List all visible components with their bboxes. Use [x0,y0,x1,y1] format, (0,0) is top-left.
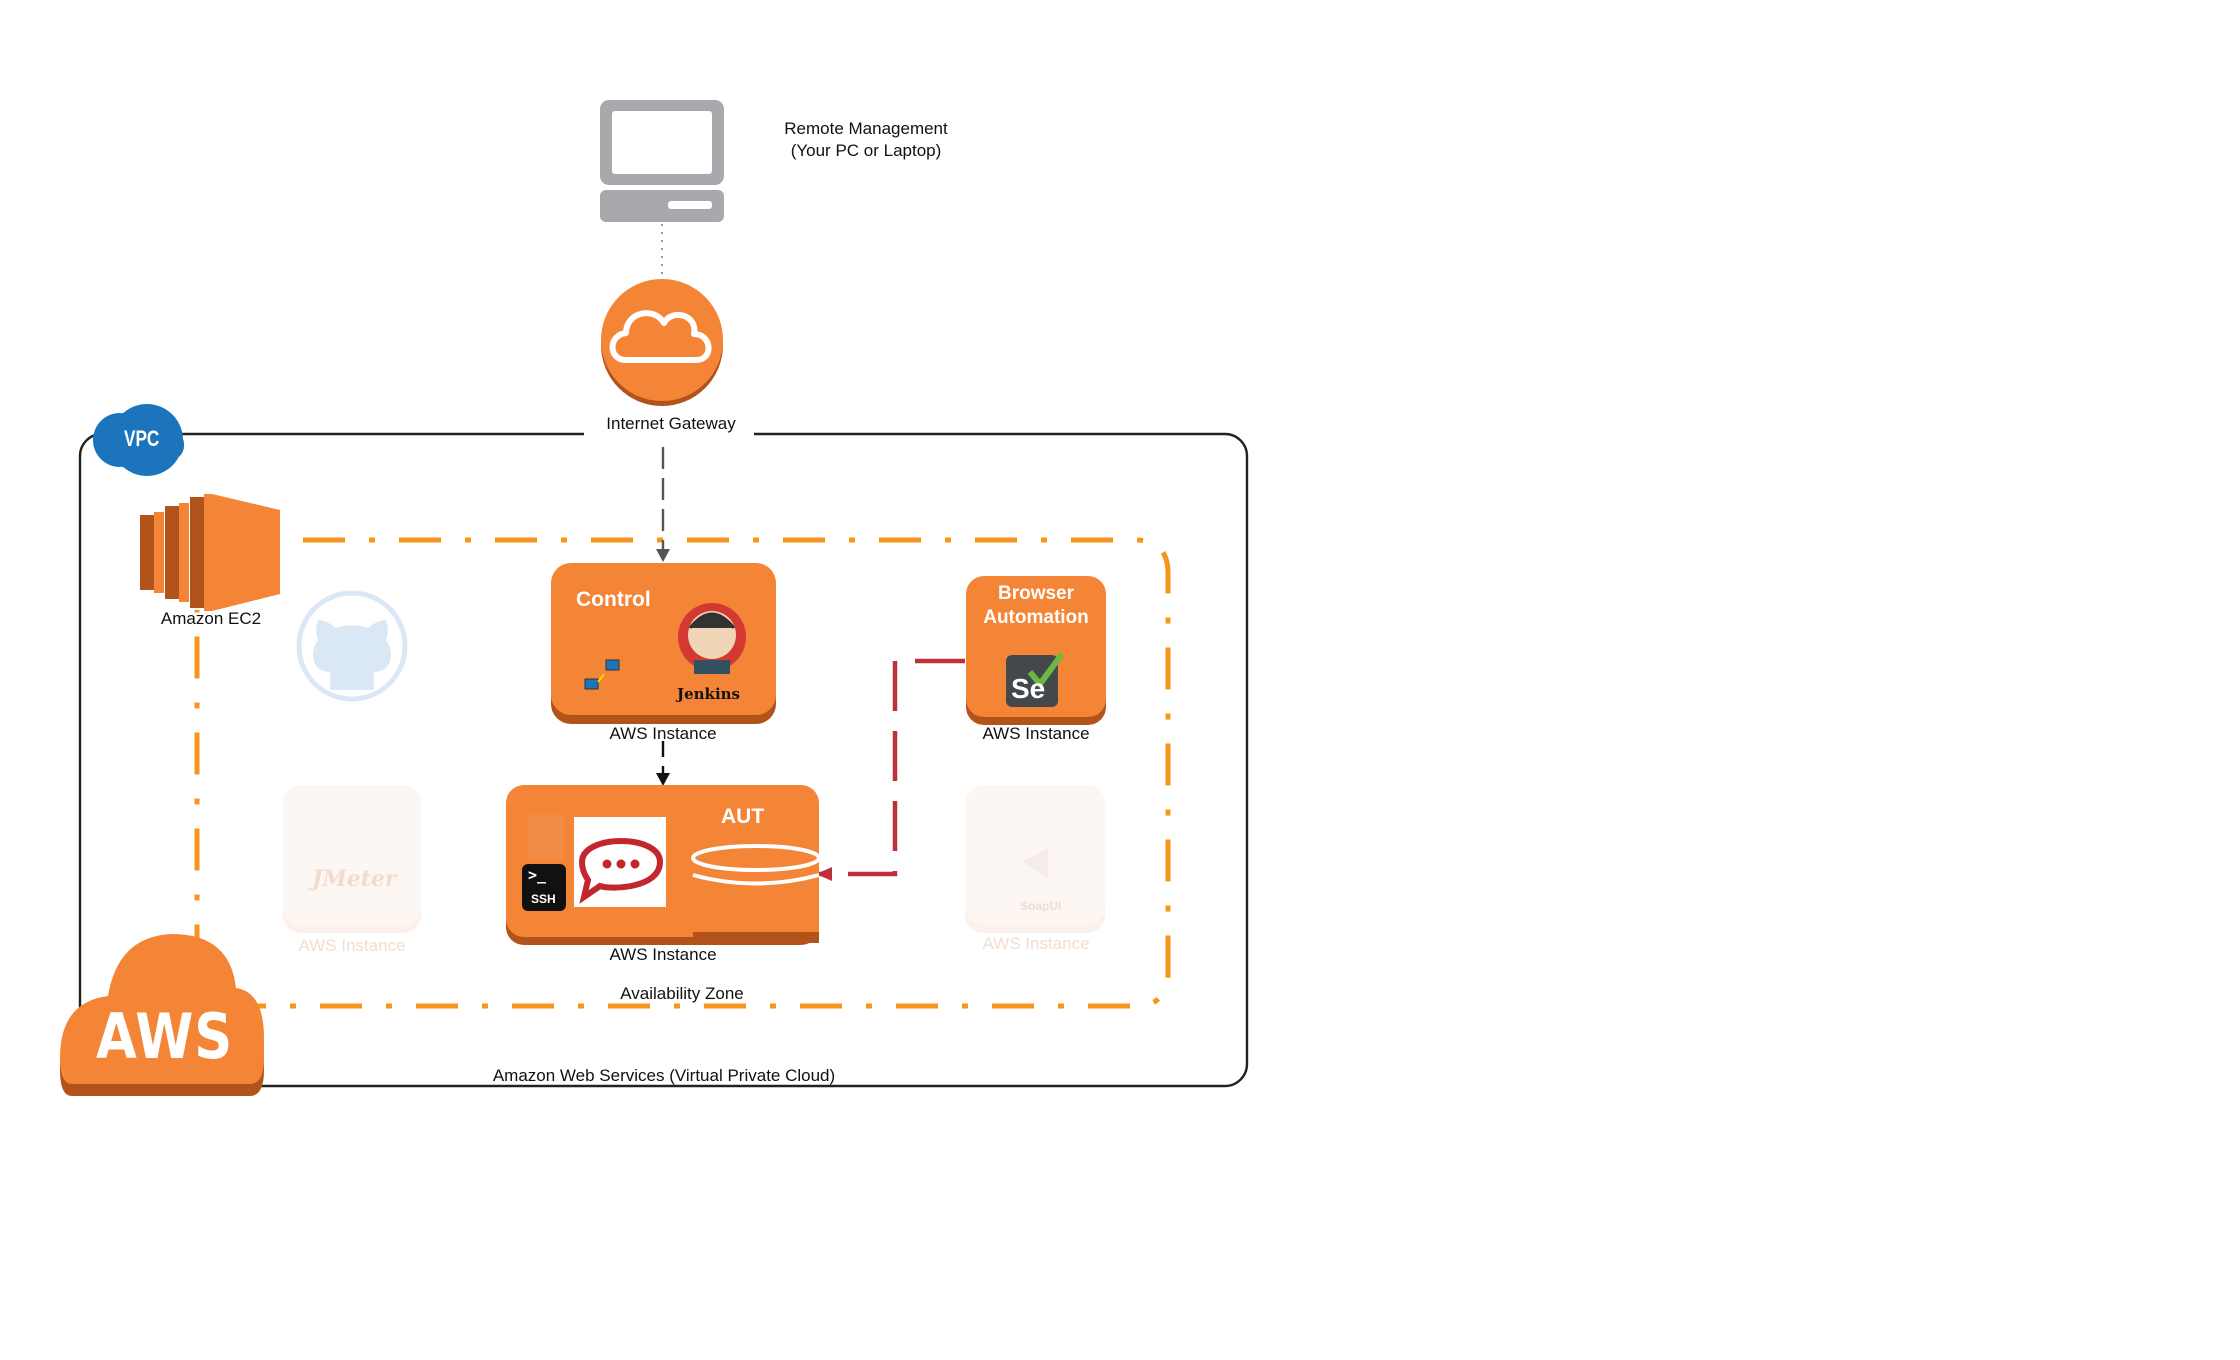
vpc-caption: Amazon Web Services (Virtual Private Clo… [492,1066,836,1085]
internet-gateway-label: Internet Gateway [606,414,736,433]
jmeter-instance [283,785,421,933]
ssh-prompt-text: >_ [528,866,547,884]
control-instance-caption: AWS Instance [609,724,717,743]
aut-instance [506,785,821,945]
soapui-instance-caption: AWS Instance [982,934,1090,953]
jmeter-text: JMeter [312,866,397,892]
aut-instance-caption: AWS Instance [609,945,717,964]
vpc-badge-text: VPC [124,426,160,451]
github-icon [296,590,408,702]
laptop-icon [600,100,724,222]
browser-automation-instance [966,576,1106,725]
document-icon [528,815,564,859]
remote-management-line2: (Your PC or Laptop) [790,141,942,160]
browser-automation-title-line1: Browser [997,583,1075,604]
remote-management-line1: Remote Management [784,119,948,138]
browser-automation-title: Browser Automation [983,582,1089,630]
browser-instance-caption: AWS Instance [982,724,1090,743]
jmeter-instance-caption: AWS Instance [298,936,406,955]
jenkins-text: Jenkins [677,685,740,703]
internet-gateway-icon [601,279,723,406]
availability-zone-label: Availability Zone [620,984,744,1003]
chat-icon [574,817,666,907]
remote-management-label: Remote Management (Your PC or Laptop) [784,118,947,162]
control-instance [551,563,776,724]
soapui-instance [965,785,1105,933]
jenkins-icon [678,603,746,674]
ssh-text: SSH [531,892,556,906]
aut-title: AUT [721,805,765,828]
soapui-text: SoapUI [1020,899,1062,913]
control-title: Control [576,588,651,611]
selenium-text: Se [1011,673,1046,704]
aws-logo [60,934,264,1096]
ssh-icon [522,864,566,911]
aws-logo-text: AWS [96,1000,234,1073]
selenium-icon [1006,652,1065,707]
soapui-icon [1022,848,1048,878]
browser-automation-title-line2: Automation [983,607,1089,628]
ec2-label: Amazon EC2 [160,609,262,628]
network-computers-icon [584,659,620,690]
vpc-icon [93,404,184,476]
browser-to-aut-connector [816,658,965,877]
database-icon [691,844,821,943]
ec2-icon [140,494,280,611]
